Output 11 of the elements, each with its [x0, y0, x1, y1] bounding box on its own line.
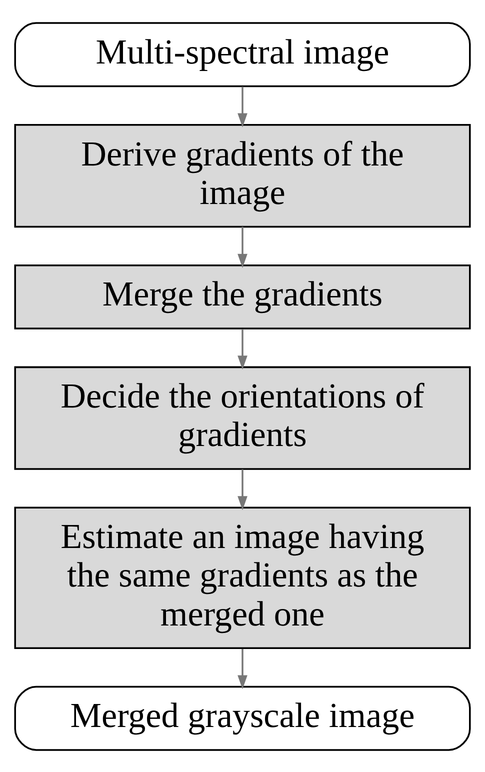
node-box: Merged grayscale image [14, 685, 471, 750]
node-box: Merge the gradients [14, 264, 471, 329]
arrow [238, 468, 248, 510]
node-box: Multi-spectral image [14, 22, 471, 87]
node-box: Estimate an image having the same gradients as the merged one [14, 506, 471, 649]
node-box: Decide the orientations of gradients [14, 366, 471, 470]
arrow [238, 226, 248, 268]
arrow [238, 86, 248, 127]
arrow [238, 648, 248, 689]
arrow [238, 328, 248, 370]
node-box: Derive gradients of the image [14, 123, 471, 228]
